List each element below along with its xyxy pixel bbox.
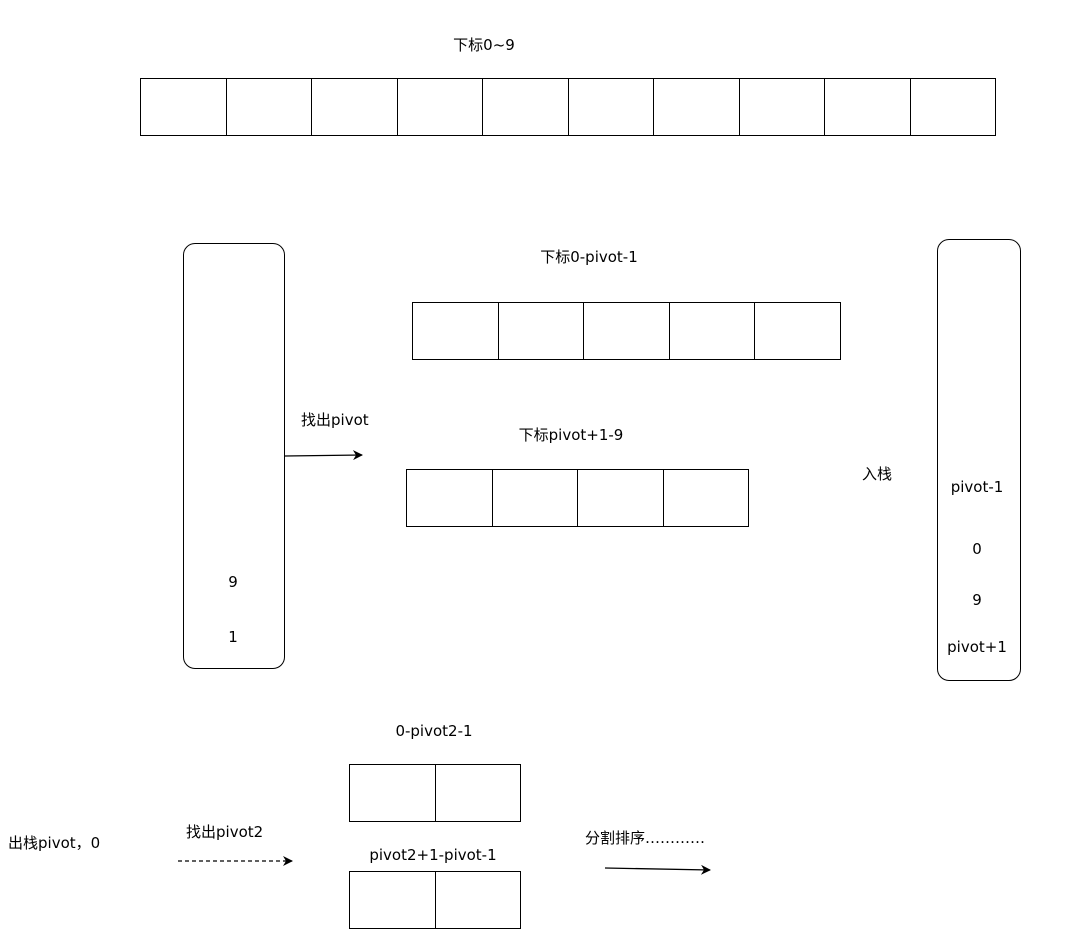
array-cell bbox=[654, 79, 740, 135]
bottom-left-array bbox=[349, 764, 521, 822]
array-cell bbox=[569, 79, 654, 135]
bottom-right-array-label: pivot2+1-pivot-1 bbox=[369, 846, 497, 864]
array-cell bbox=[499, 303, 585, 359]
find-pivot-label: 找出pivot bbox=[301, 411, 369, 429]
top-array bbox=[140, 78, 996, 136]
array-cell bbox=[584, 303, 670, 359]
array-cell bbox=[578, 470, 664, 526]
find-pivot-arrow bbox=[284, 450, 363, 461]
right-stack bbox=[937, 239, 1021, 681]
push-label: 入栈 bbox=[862, 465, 893, 483]
left-stack-item: 9 bbox=[228, 573, 238, 591]
array-cell bbox=[493, 470, 578, 526]
right-stack-item: 0 bbox=[972, 540, 982, 558]
array-cell bbox=[670, 303, 756, 359]
right-stack-item: pivot-1 bbox=[950, 478, 1004, 496]
array-cell bbox=[483, 79, 569, 135]
left-sub-array-label: 下标0-pivot-1 bbox=[540, 248, 638, 266]
bottom-right-array bbox=[349, 871, 521, 929]
array-cell bbox=[350, 765, 436, 821]
find-pivot2-label: 找出pivot2 bbox=[186, 823, 264, 841]
pop-label: 出栈pivot，0 bbox=[8, 834, 101, 852]
right-sub-array bbox=[406, 469, 749, 527]
partition-label: 分割排序………… bbox=[585, 829, 706, 847]
right-sub-array-label: 下标pivot+1-9 bbox=[518, 426, 624, 444]
array-cell bbox=[413, 303, 499, 359]
right-stack-item: 9 bbox=[972, 591, 982, 609]
partition-arrow bbox=[604, 864, 711, 875]
left-stack-item: 1 bbox=[228, 628, 238, 646]
array-cell bbox=[407, 470, 493, 526]
bottom-left-array-label: 0-pivot2-1 bbox=[395, 722, 473, 740]
top-array-label: 下标0~9 bbox=[453, 36, 515, 54]
right-stack-item: pivot+1 bbox=[947, 638, 1007, 656]
array-cell bbox=[141, 79, 227, 135]
left-sub-array bbox=[412, 302, 841, 360]
array-cell bbox=[740, 79, 825, 135]
array-cell bbox=[398, 79, 483, 135]
array-cell bbox=[825, 79, 911, 135]
array-cell bbox=[350, 872, 436, 928]
array-cell bbox=[312, 79, 398, 135]
left-stack bbox=[183, 243, 285, 669]
array-cell bbox=[227, 79, 312, 135]
